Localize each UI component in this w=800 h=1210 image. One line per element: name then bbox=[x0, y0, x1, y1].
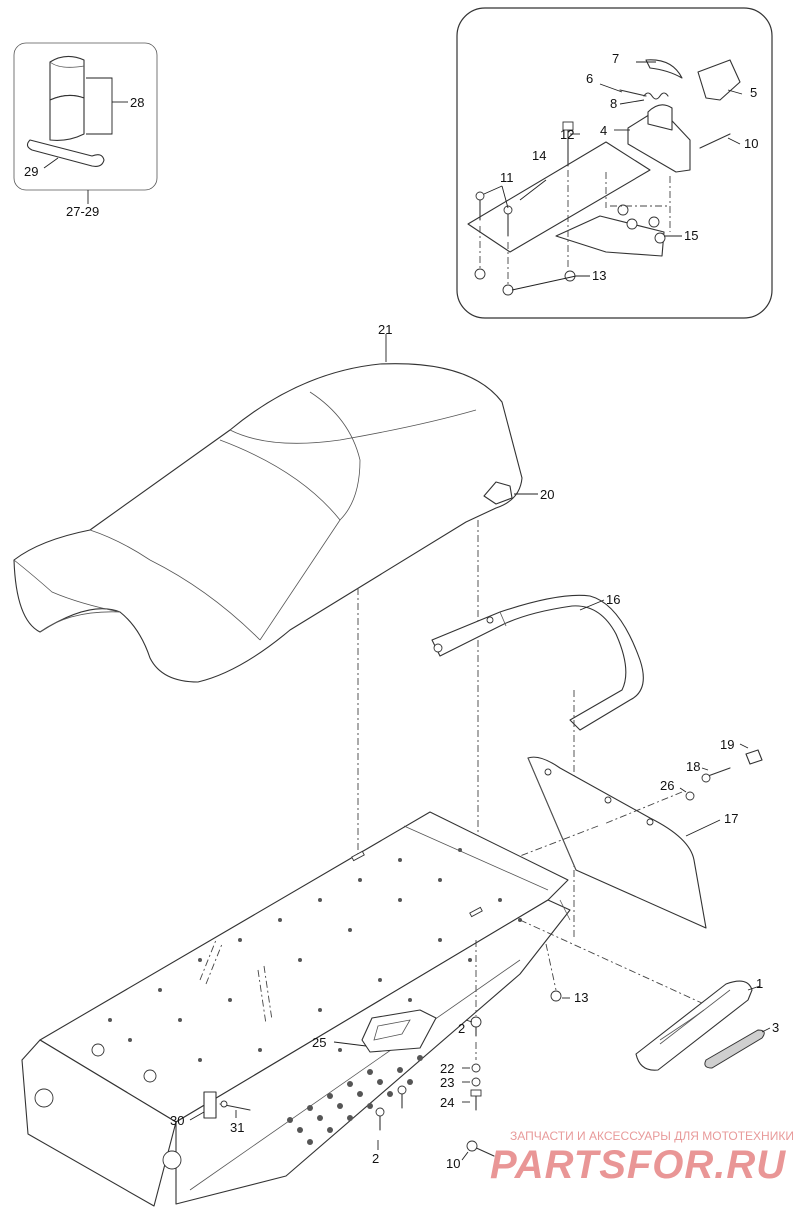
tool-pouch-icon bbox=[49, 55, 85, 141]
callout-24: 24 bbox=[440, 1095, 454, 1110]
callout-8: 8 bbox=[610, 96, 617, 111]
callout-16: 16 bbox=[606, 592, 620, 607]
callout-13b: 13 bbox=[574, 990, 588, 1005]
inset-toolkit bbox=[13, 42, 158, 204]
fasteners-group bbox=[375, 919, 705, 1161]
callout-29: 29 bbox=[24, 164, 38, 179]
callout-27-29: 27-29 bbox=[66, 204, 99, 219]
watermark-caption: ЗАПЧАСТИ И АКСЕССУАРЫ ДЛЯ МОТОТЕХНИКИ bbox=[510, 1129, 794, 1143]
callout-17: 17 bbox=[724, 811, 738, 826]
callout-28: 28 bbox=[130, 95, 144, 110]
callout-6: 6 bbox=[586, 71, 593, 86]
callout-31: 31 bbox=[230, 1120, 244, 1135]
callout-21: 21 bbox=[378, 322, 392, 337]
callout-13a: 13 bbox=[592, 268, 606, 283]
callout-11: 11 bbox=[500, 170, 514, 185]
deck-holes bbox=[108, 848, 522, 1062]
callout-5: 5 bbox=[750, 85, 757, 100]
reflector bbox=[704, 1027, 771, 1069]
callout-labels: 28 29 27-29 7 6 8 5 4 10 12 14 11 15 13 … bbox=[24, 51, 779, 1171]
watermark-brand: PARTSFOR.RU bbox=[490, 1143, 786, 1187]
callout-10a: 10 bbox=[744, 136, 758, 151]
callout-30: 30 bbox=[170, 1113, 184, 1128]
tunnel-base bbox=[21, 811, 571, 1207]
callout-2a: 2 bbox=[458, 1021, 465, 1036]
callout-23: 23 bbox=[440, 1075, 454, 1090]
callout-20: 20 bbox=[540, 487, 554, 502]
seat bbox=[13, 334, 538, 683]
callout-7: 7 bbox=[612, 51, 619, 66]
callout-12: 12 bbox=[560, 127, 574, 142]
callout-1: 1 bbox=[756, 976, 763, 991]
flap-fasteners bbox=[679, 743, 763, 801]
running-board-holes bbox=[287, 1055, 423, 1145]
callout-22: 22 bbox=[440, 1061, 454, 1076]
callout-3: 3 bbox=[772, 1020, 779, 1035]
grab-handle bbox=[431, 594, 644, 731]
callout-25: 25 bbox=[312, 1035, 326, 1050]
callout-26: 26 bbox=[660, 778, 674, 793]
callout-19: 19 bbox=[720, 737, 734, 752]
callout-18: 18 bbox=[686, 759, 700, 774]
callout-4: 4 bbox=[600, 123, 607, 138]
inset-seat-latch bbox=[456, 7, 773, 319]
watermark: ЗАПЧАСТИ И АКСЕССУАРЫ ДЛЯ МОТОТЕХНИКИ PA… bbox=[490, 1129, 794, 1187]
callout-10b: 10 bbox=[446, 1156, 460, 1171]
spanner-icon bbox=[26, 139, 105, 167]
callout-15: 15 bbox=[684, 228, 698, 243]
side-trim bbox=[635, 980, 761, 1071]
callout-14: 14 bbox=[532, 148, 546, 163]
rear-flap bbox=[519, 756, 721, 929]
callout-2b: 2 bbox=[372, 1151, 379, 1166]
